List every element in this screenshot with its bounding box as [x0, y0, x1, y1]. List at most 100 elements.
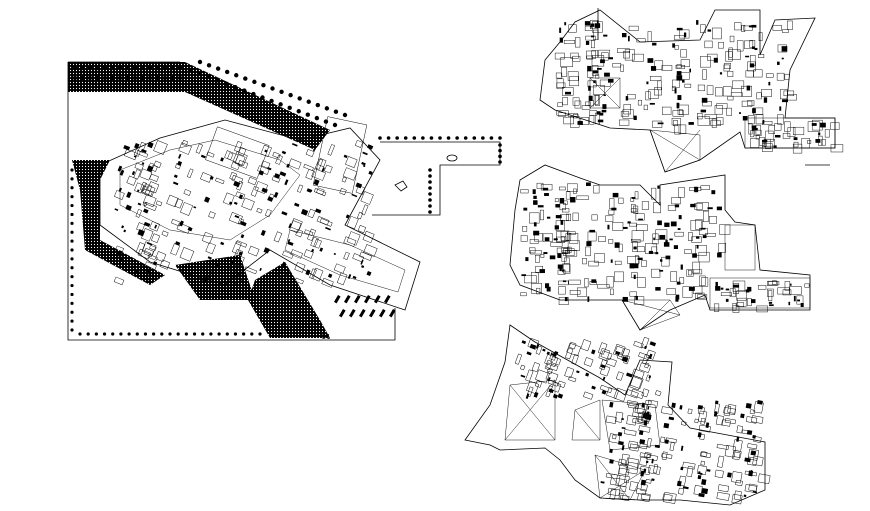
- tree-icon: [177, 65, 183, 71]
- tree-icon: [242, 88, 247, 93]
- landscape-strip-mid: [175, 255, 255, 300]
- tree-icon: [278, 102, 283, 107]
- tree-icon: [197, 59, 203, 65]
- tree-icon: [287, 105, 292, 111]
- tree-icon: [429, 136, 434, 140]
- tree-icon: [305, 112, 311, 117]
- floor-plan-3-rooms: [514, 336, 771, 505]
- tree-icon: [260, 95, 265, 100]
- tree-icon: [296, 109, 301, 114]
- tree-icon: [70, 221, 74, 225]
- tree-icon: [395, 136, 399, 140]
- tree-icon: [87, 75, 93, 81]
- car-icon: [334, 295, 341, 304]
- tree-icon: [70, 212, 74, 217]
- car-icon: [389, 309, 396, 318]
- car-icon: [364, 295, 371, 304]
- tree-icon: [70, 319, 74, 323]
- tree-icon: [205, 74, 211, 80]
- tree-icon: [70, 292, 74, 297]
- tree-icon: [206, 63, 212, 68]
- tree-icon: [140, 65, 145, 71]
- tree-icon: [224, 81, 229, 86]
- tree-icon: [147, 75, 153, 81]
- tree-icon: [233, 84, 238, 90]
- site-label-mark: D1: [322, 333, 330, 341]
- tree-icon: [80, 75, 85, 81]
- tree-icon: [378, 136, 382, 140]
- parking-cars: [334, 295, 396, 318]
- tree-icon: [70, 239, 74, 243]
- tree-icon: [224, 69, 230, 75]
- tree-icon: [155, 75, 160, 81]
- tree-icon: [270, 86, 275, 91]
- car-icon: [384, 295, 391, 304]
- tree-icon: [498, 143, 502, 147]
- tree-icon: [187, 67, 193, 73]
- tree-icon: [403, 136, 408, 140]
- car-icon: [369, 309, 376, 318]
- tree-icon: [428, 168, 432, 172]
- tree-icon: [110, 65, 115, 71]
- tree-icon: [80, 65, 85, 71]
- tree-icon: [70, 275, 74, 279]
- tree-icon: [70, 257, 74, 261]
- tree-icon: [243, 76, 248, 81]
- site-building: [99, 116, 421, 311]
- tree-icon: [117, 65, 123, 71]
- tree-icon: [498, 154, 502, 159]
- floor-plan-1: [539, 8, 844, 173]
- tree-icon: [498, 160, 502, 164]
- tree-icon: [162, 75, 168, 81]
- tree-icon: [102, 65, 108, 71]
- tree-icon: [125, 75, 130, 81]
- floor-plan-2-rooms: [520, 182, 810, 313]
- tree-icon: [86, 332, 90, 336]
- tree-icon: [192, 332, 197, 336]
- tree-icon: [147, 65, 153, 71]
- car-icon: [349, 309, 356, 318]
- tree-icon: [177, 75, 183, 81]
- tree-icon: [152, 332, 156, 336]
- tree-icon: [168, 332, 172, 336]
- tree-icon: [324, 106, 330, 111]
- tree-icon: [94, 332, 98, 336]
- floor-plan-3: [464, 324, 771, 506]
- car-icon: [354, 295, 361, 304]
- tree-icon: [132, 75, 138, 81]
- access-road: [372, 141, 501, 216]
- tree-icon: [234, 73, 239, 78]
- tree-icon: [446, 136, 451, 140]
- tree-icon: [135, 332, 139, 336]
- tree-icon: [252, 79, 257, 85]
- tree-icon: [119, 332, 123, 336]
- tree-icon: [132, 65, 138, 71]
- tree-icon: [438, 136, 442, 140]
- car-icon: [344, 295, 351, 304]
- tree-icon: [70, 186, 74, 190]
- tree-icon: [428, 198, 432, 202]
- landscape-strip-top: [68, 62, 330, 150]
- tree-icon: [428, 186, 432, 190]
- tree-icon: [70, 203, 74, 208]
- tree-icon: [162, 65, 168, 71]
- floor-plan-2: [509, 164, 811, 331]
- tree-icon: [70, 177, 74, 181]
- tree-icon: [117, 75, 123, 81]
- tree-icon: [333, 109, 339, 114]
- tree-icon: [428, 180, 432, 184]
- tree-icon: [140, 75, 145, 81]
- tree-icon: [201, 332, 205, 336]
- tree-icon: [111, 332, 115, 336]
- tree-icon: [269, 98, 274, 104]
- tree-icon: [233, 332, 238, 336]
- tree-icon: [214, 78, 220, 83]
- tree-icon: [279, 89, 284, 95]
- tree-icon: [95, 75, 100, 81]
- tree-icon: [215, 66, 221, 71]
- tree-icon: [125, 65, 130, 71]
- tree-icon: [70, 230, 74, 234]
- tree-icon: [160, 332, 164, 336]
